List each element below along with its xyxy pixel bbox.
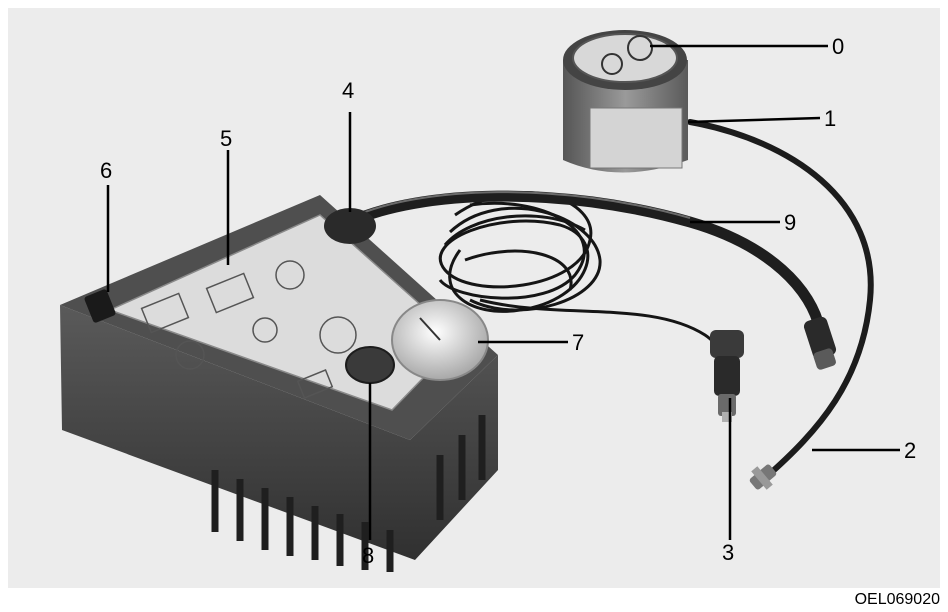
speed-label-80 [627, 35, 653, 61]
callout-7: 7 [572, 330, 584, 355]
callout-1: 1 [824, 106, 836, 131]
callout-0: 0 [832, 34, 844, 59]
power-plug [710, 330, 744, 422]
sealant-bottle [563, 30, 688, 173]
figure-code: OEL069020 [855, 591, 941, 608]
compressor [60, 195, 498, 572]
label-pictograms [140, 260, 357, 399]
callout-4: 4 [342, 78, 354, 103]
sealant-bottle-label [589, 107, 683, 169]
callout-9: 9 [784, 210, 796, 235]
sealant-bottle-cap [572, 33, 678, 83]
callout-6: 6 [100, 158, 112, 183]
pressure-gauge-needle [419, 317, 441, 341]
compressor-hose [344, 190, 826, 336]
compressor-vents [211, 415, 486, 572]
compressor-hose-highlight [349, 191, 691, 219]
callout-leaders [106, 44, 900, 540]
callout-2: 2 [904, 438, 916, 463]
filling-hose-valve [749, 464, 777, 490]
callout-5: 5 [220, 126, 232, 151]
callout-8: 8 [362, 543, 374, 568]
callout-labels: 0 1 2 3 4 5 6 7 8 9 [100, 34, 916, 568]
filling-hose [687, 119, 874, 481]
callout-3: 3 [722, 540, 734, 565]
deflate-button [345, 346, 395, 384]
on-off-switch [84, 289, 116, 323]
sealant-holder [324, 208, 376, 244]
speed-label-50 [601, 53, 623, 75]
compressor-hose-connector [803, 316, 837, 370]
